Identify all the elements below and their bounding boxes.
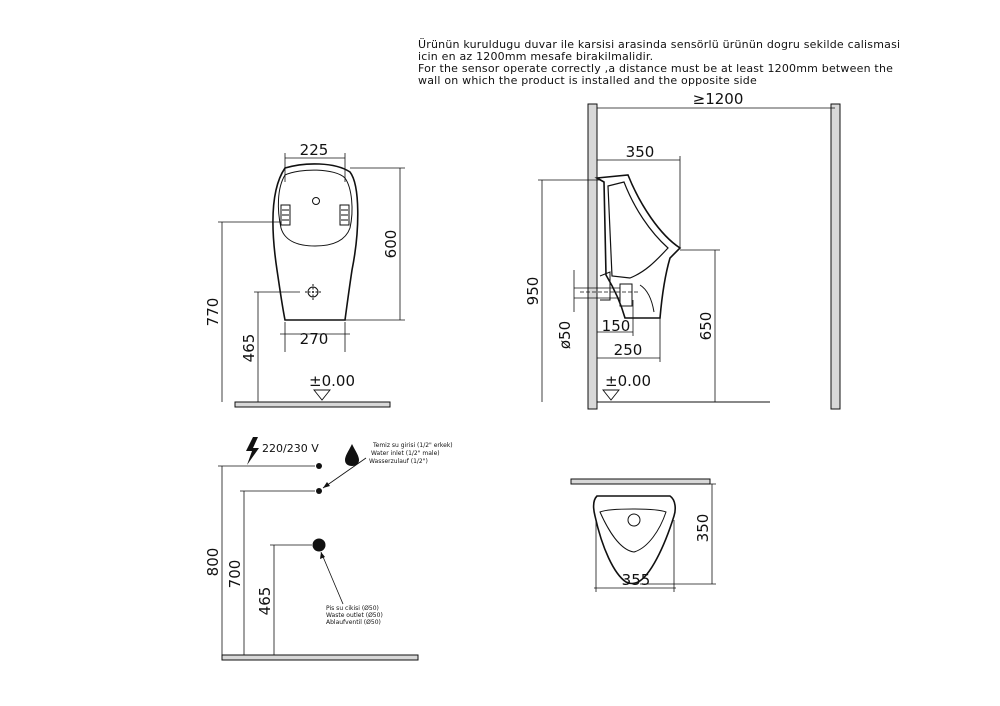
note-tr-line2: icin en az 1200mm mesafe birakilmalidir.: [418, 50, 654, 63]
installation-view: [218, 437, 419, 661]
installation-wall: [587, 103, 598, 410]
waste-outlet-en: Waste outlet (Ø50): [326, 612, 383, 619]
side-dim-650: 650: [697, 312, 715, 341]
lightning-icon: [246, 437, 259, 465]
side-floor-level: ±0.00: [605, 372, 651, 390]
top-view: [570, 478, 716, 592]
side-dim-clearance: ≥1200: [693, 90, 744, 108]
top-wall: [570, 478, 711, 485]
front-dim-465: 465: [240, 334, 258, 363]
side-dim-350: 350: [626, 143, 655, 161]
voltage-label: 220/230 V: [262, 442, 319, 455]
side-dim-150: 150: [602, 317, 631, 335]
waste-outlet-de: Ablaufventil (Ø50): [326, 619, 381, 626]
note-en-line1: For the sensor operate correctly ,a dist…: [418, 62, 894, 75]
side-dim-250: 250: [614, 341, 643, 359]
front-floor-level: ±0.00: [309, 372, 355, 390]
water-inlet-point: [316, 488, 322, 494]
waste-outlet-point: [312, 538, 326, 552]
power-point: [316, 463, 322, 469]
urinal-side-inner: [607, 181, 669, 279]
water-inlet-en: Water inlet (1/2" male): [371, 450, 440, 457]
opposite-wall: [830, 103, 841, 410]
install-dim-465: 465: [256, 587, 274, 616]
urinal-side-profile: [594, 174, 682, 319]
install-dim-800: 800: [204, 548, 222, 577]
top-sensor-hole: [627, 513, 641, 527]
front-view: [218, 153, 405, 408]
install-floor: [221, 654, 419, 661]
front-floor: [234, 401, 391, 408]
urinal-front-outline: [272, 163, 359, 321]
bracket-left: [280, 204, 291, 226]
outlet-marker: [307, 286, 319, 298]
urinal-top-outline: [592, 495, 676, 585]
install-dim-700: 700: [226, 560, 244, 589]
front-dim-770: 770: [204, 298, 222, 327]
urinal-front-rim: [277, 169, 353, 247]
front-dim-225: 225: [300, 141, 329, 159]
bracket-right: [339, 204, 350, 226]
water-drop-icon: [345, 444, 359, 466]
water-inlet-de: Wasserzulauf (1/2"): [369, 458, 428, 465]
waste-outlet-tr: Pis su cikisi (Ø50): [326, 605, 379, 612]
front-dim-270: 270: [300, 330, 329, 348]
front-dim-600: 600: [382, 230, 400, 259]
top-dim-350: 350: [694, 514, 712, 543]
side-dim-950: 950: [524, 277, 542, 306]
trap: [619, 283, 633, 307]
water-inlet-tr: Temiz su girisi (1/2" erkek): [372, 442, 453, 449]
note-tr-line1: Ürünün kuruldugu duvar ile karsisi arasi…: [418, 38, 901, 51]
top-dim-355: 355: [622, 571, 651, 589]
sensor-hole: [312, 197, 320, 205]
side-dim-pipe: ø50: [556, 321, 574, 349]
urinal-top-inner: [599, 508, 667, 553]
note-en-line2: wall on which the product is installed a…: [418, 74, 757, 87]
side-view: [538, 103, 841, 410]
